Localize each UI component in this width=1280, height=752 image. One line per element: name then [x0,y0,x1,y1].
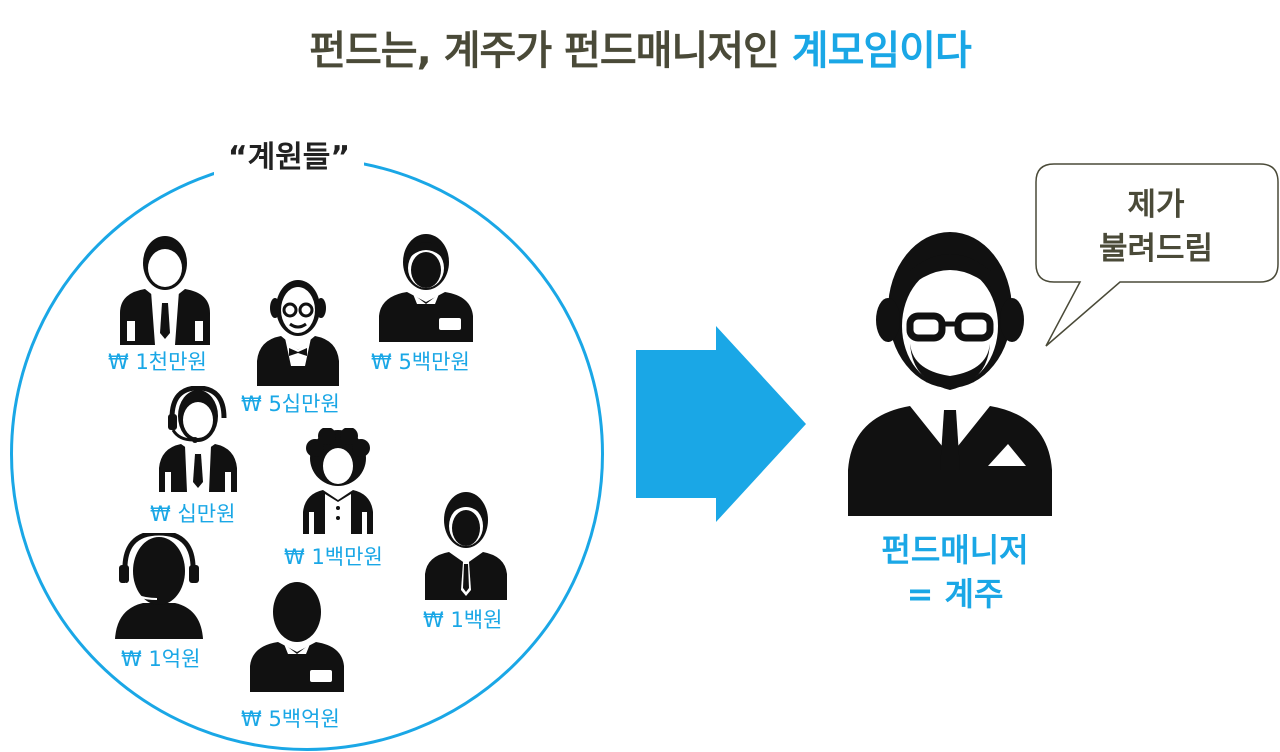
member-amount-4: ₩ 십만원 [150,502,236,526]
man-headset-icon [159,386,237,492]
member-amount-2: ₩ 5십만원 [241,392,340,416]
members-label: “계원들” [214,132,364,176]
member-amount-3: ₩ 5백만원 [371,350,470,374]
man-tie-icon [425,492,507,600]
member-amount-5: ₩ 1백만원 [284,545,383,569]
old-man-bowtie-icon [257,280,339,386]
man-at-desk-icon [120,236,210,345]
member-amount-1: ₩ 1천만원 [108,350,207,374]
page-title: 펀드는, 계주가 펀드매니저인 계모임이다 [0,18,1280,76]
curly-hair-person-icon [303,428,373,534]
title-highlight: 계모임이다 [791,28,972,74]
member-amount-7: ₩ 1백원 [423,608,503,632]
member-amount-8: ₩ 5백억원 [241,707,340,731]
right-arrow-icon [636,326,806,522]
woman-headset-icon [115,533,203,639]
manager-label-line2: = 계주 [906,575,1004,613]
speech-line2: 불려드림 [1098,231,1214,267]
member-amount-6: ₩ 1억원 [121,647,201,671]
speech-bubble-text: 제가 불려드림 [1038,183,1274,271]
speech-line1: 제가 [1127,187,1185,223]
man-suit-badge-icon [379,234,473,342]
manager-label-line1: 펀드매니저 [881,531,1029,569]
manager-label: 펀드매니저 = 계주 [830,528,1080,616]
title-main: 펀드는, 계주가 펀드매니저인 [309,28,792,74]
fund-manager-icon [848,232,1052,516]
man-badge-icon [250,582,344,692]
speech-bubble [1035,163,1279,347]
